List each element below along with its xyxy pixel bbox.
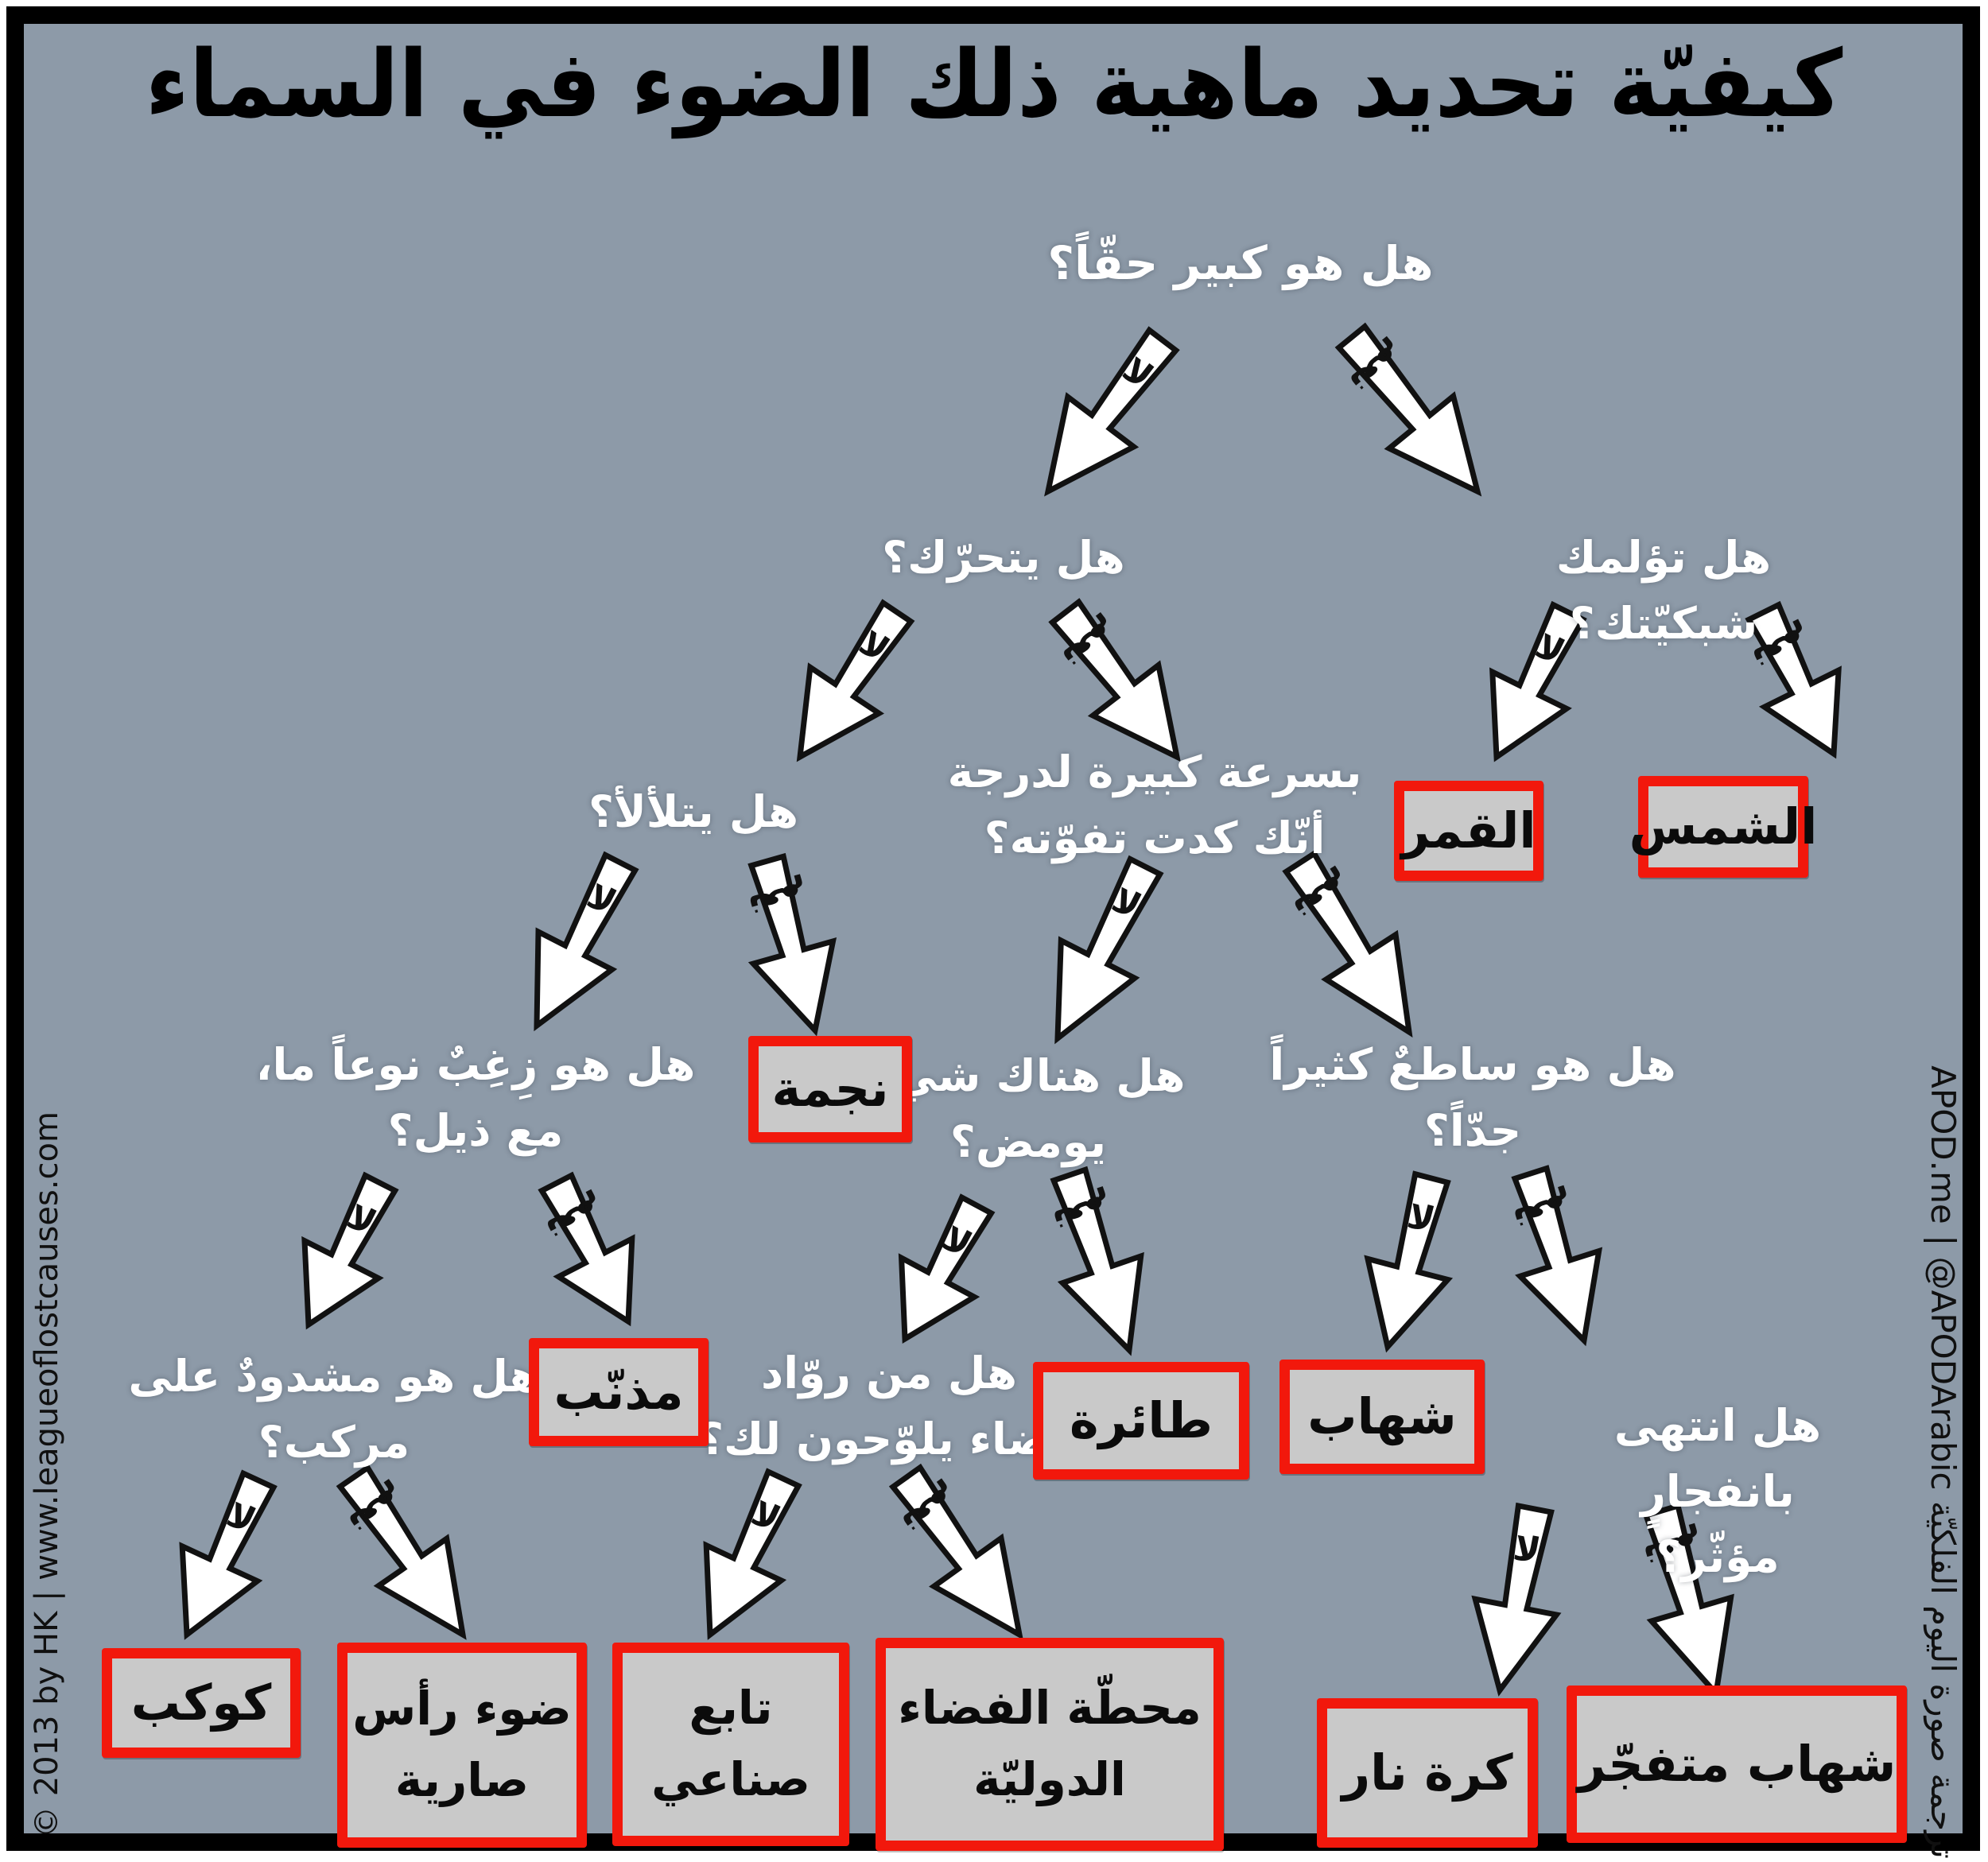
arrow-bright-no: لا bbox=[1364, 1170, 1454, 1353]
question-bright: هل هو ساطعٌ كثيراً جدّاً؟ bbox=[1269, 1039, 1676, 1156]
arrow-fast-no: لا bbox=[1054, 855, 1164, 1045]
answer-box-comet: مذنّب bbox=[529, 1338, 709, 1446]
arrow-blink-yes: نعم bbox=[1048, 1166, 1144, 1356]
question-root: هل هو كبير حقّاً؟ bbox=[1047, 236, 1434, 290]
copyright-credit: © 2013 by HK | www.leagueoflostcauses.co… bbox=[29, 1111, 65, 1838]
arrow-boat-no: لا bbox=[179, 1469, 278, 1640]
arrow-astro-no: لا bbox=[703, 1468, 802, 1640]
answer-box-plane: طائرة bbox=[1033, 1362, 1249, 1480]
answer-box-iss: محطّة الفضاء الدوليّة bbox=[876, 1638, 1224, 1851]
question-astro: هل من روّاد فضاء يلوّحون لك؟ bbox=[698, 1348, 1080, 1464]
arrow-fuzzy-yes: نعم bbox=[538, 1171, 635, 1327]
arrow-fuzzy-no: لا bbox=[301, 1171, 399, 1330]
arrow-move-yes: نعم bbox=[1048, 598, 1181, 762]
arrow-move-no: لا bbox=[796, 599, 915, 762]
answer-box-mast: ضوء رأس صارية bbox=[337, 1643, 587, 1848]
question-retina: هل تؤلمك شبكيّتك؟ bbox=[1555, 532, 1772, 649]
question-boat: هل هو مشدودٌ على مركب؟ bbox=[128, 1351, 540, 1468]
arrow-root-yes: نعم bbox=[1334, 322, 1482, 497]
question-move: هل يتحرّك؟ bbox=[882, 532, 1125, 583]
question-blink: هل هناك شيء يومض؟ bbox=[871, 1050, 1186, 1167]
answer-box-satellite: تابع صناعي bbox=[612, 1643, 849, 1846]
arrow-root-no: لا bbox=[1044, 326, 1180, 497]
question-fuzzy: هل هو زِغِبٌ نوعاً ما، مع ذيل؟ bbox=[255, 1039, 696, 1156]
arrow-boat-yes: نعم bbox=[336, 1464, 467, 1640]
arrow-fast-yes: نعم bbox=[1282, 849, 1413, 1038]
page-title: كيفيّة تحديد ماهية ذلك الضوء في السماء bbox=[145, 31, 1844, 138]
question-explode: هل انتهى بانفجارٍ مؤثّر؟ bbox=[1613, 1400, 1822, 1582]
translation-credit: ترجمة صورة اليوم الفلكيّة APOD.me | @APO… bbox=[1924, 1065, 1963, 1859]
arrow-bright-yes: نعم bbox=[1508, 1165, 1603, 1347]
answer-box-fireball: كرة نار bbox=[1317, 1698, 1538, 1848]
arrow-twinkle-no: لا bbox=[534, 851, 639, 1032]
answer-box-planet: كوكب bbox=[102, 1648, 301, 1758]
question-fast: بسرعة كبيرة لدرجة أنّك كدت تفوّته؟ bbox=[947, 747, 1362, 863]
arrow-blink-no: لا bbox=[898, 1193, 996, 1344]
question-twinkle: هل يتلألأ؟ bbox=[588, 786, 799, 837]
arrow-explode-no: لا bbox=[1471, 1502, 1562, 1697]
arrow-astro-yes: نعم bbox=[888, 1463, 1023, 1640]
answer-box-bolide: شهاب متفجّر bbox=[1567, 1685, 1907, 1843]
answer-box-star: نجمة bbox=[748, 1036, 912, 1142]
answer-box-moon: القمر bbox=[1394, 781, 1543, 881]
answer-box-sun: الشمس bbox=[1629, 776, 1817, 878]
arrow-twinkle-yes: نعم bbox=[744, 852, 837, 1037]
arrow-retina-yes: نعم bbox=[1745, 600, 1842, 759]
answer-box-meteor: شهاب bbox=[1279, 1360, 1485, 1474]
